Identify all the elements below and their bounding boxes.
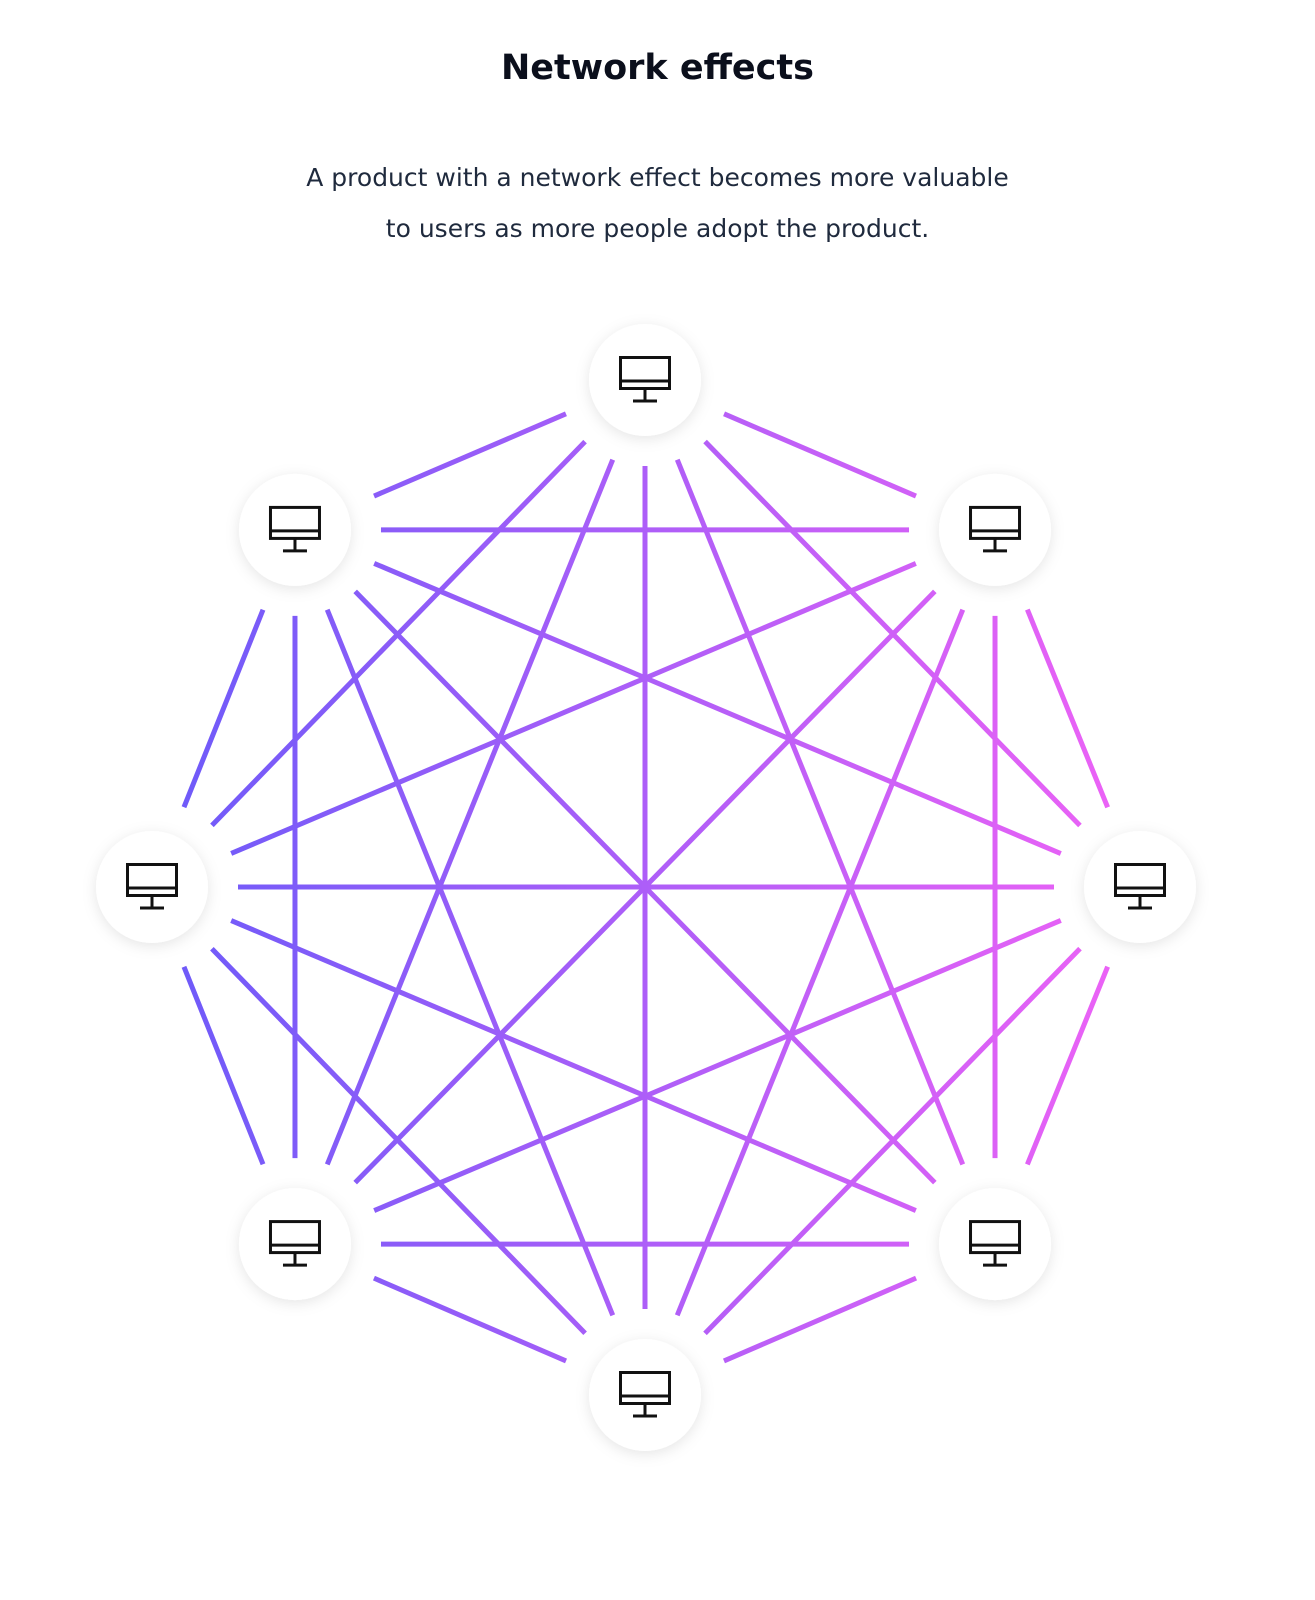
connection-line bbox=[674, 608, 966, 1317]
connection-line bbox=[181, 608, 266, 809]
desktop-computer-icon bbox=[268, 505, 321, 553]
connection-line bbox=[373, 918, 1062, 1213]
network-node bbox=[589, 1339, 701, 1451]
connection-line bbox=[722, 1275, 918, 1364]
page-subtitle: A product with a network effect becomes … bbox=[0, 152, 1315, 254]
connection-line bbox=[324, 608, 616, 1317]
connection-line bbox=[372, 1275, 568, 1364]
network-node bbox=[589, 324, 701, 436]
connection-line bbox=[230, 561, 917, 856]
desktop-computer-icon bbox=[619, 356, 671, 403]
connection-line bbox=[373, 561, 1062, 856]
desktop-computer-icon bbox=[619, 1371, 671, 1418]
desktop-computer-icon bbox=[1114, 863, 1166, 910]
network-node bbox=[238, 1188, 351, 1301]
connection-line bbox=[353, 589, 937, 1185]
connection-line bbox=[373, 411, 567, 499]
page-title: Network effects bbox=[500, 48, 814, 88]
network-node bbox=[238, 473, 351, 586]
connection-lines bbox=[181, 411, 1110, 1364]
network-node bbox=[1084, 831, 1196, 943]
connection-line bbox=[324, 458, 616, 1166]
connection-line bbox=[210, 946, 587, 1336]
network-node bbox=[939, 1188, 1052, 1301]
connection-line bbox=[674, 458, 966, 1166]
connection-line bbox=[723, 411, 917, 499]
connection-line bbox=[181, 965, 266, 1166]
desktop-computer-icon bbox=[969, 1220, 1022, 1267]
network-nodes bbox=[96, 324, 1196, 1451]
network-node bbox=[939, 473, 1052, 586]
network-node bbox=[96, 831, 208, 943]
connection-line bbox=[1025, 965, 1110, 1166]
subtitle-line-2: to users as more people adopt the produc… bbox=[385, 214, 930, 243]
connection-line bbox=[1025, 608, 1110, 809]
subtitle-line-1: A product with a network effect becomes … bbox=[306, 163, 1009, 192]
desktop-computer-icon bbox=[126, 863, 178, 910]
connection-line bbox=[230, 918, 917, 1213]
desktop-computer-icon bbox=[268, 1220, 321, 1267]
desktop-computer-icon bbox=[969, 505, 1022, 553]
